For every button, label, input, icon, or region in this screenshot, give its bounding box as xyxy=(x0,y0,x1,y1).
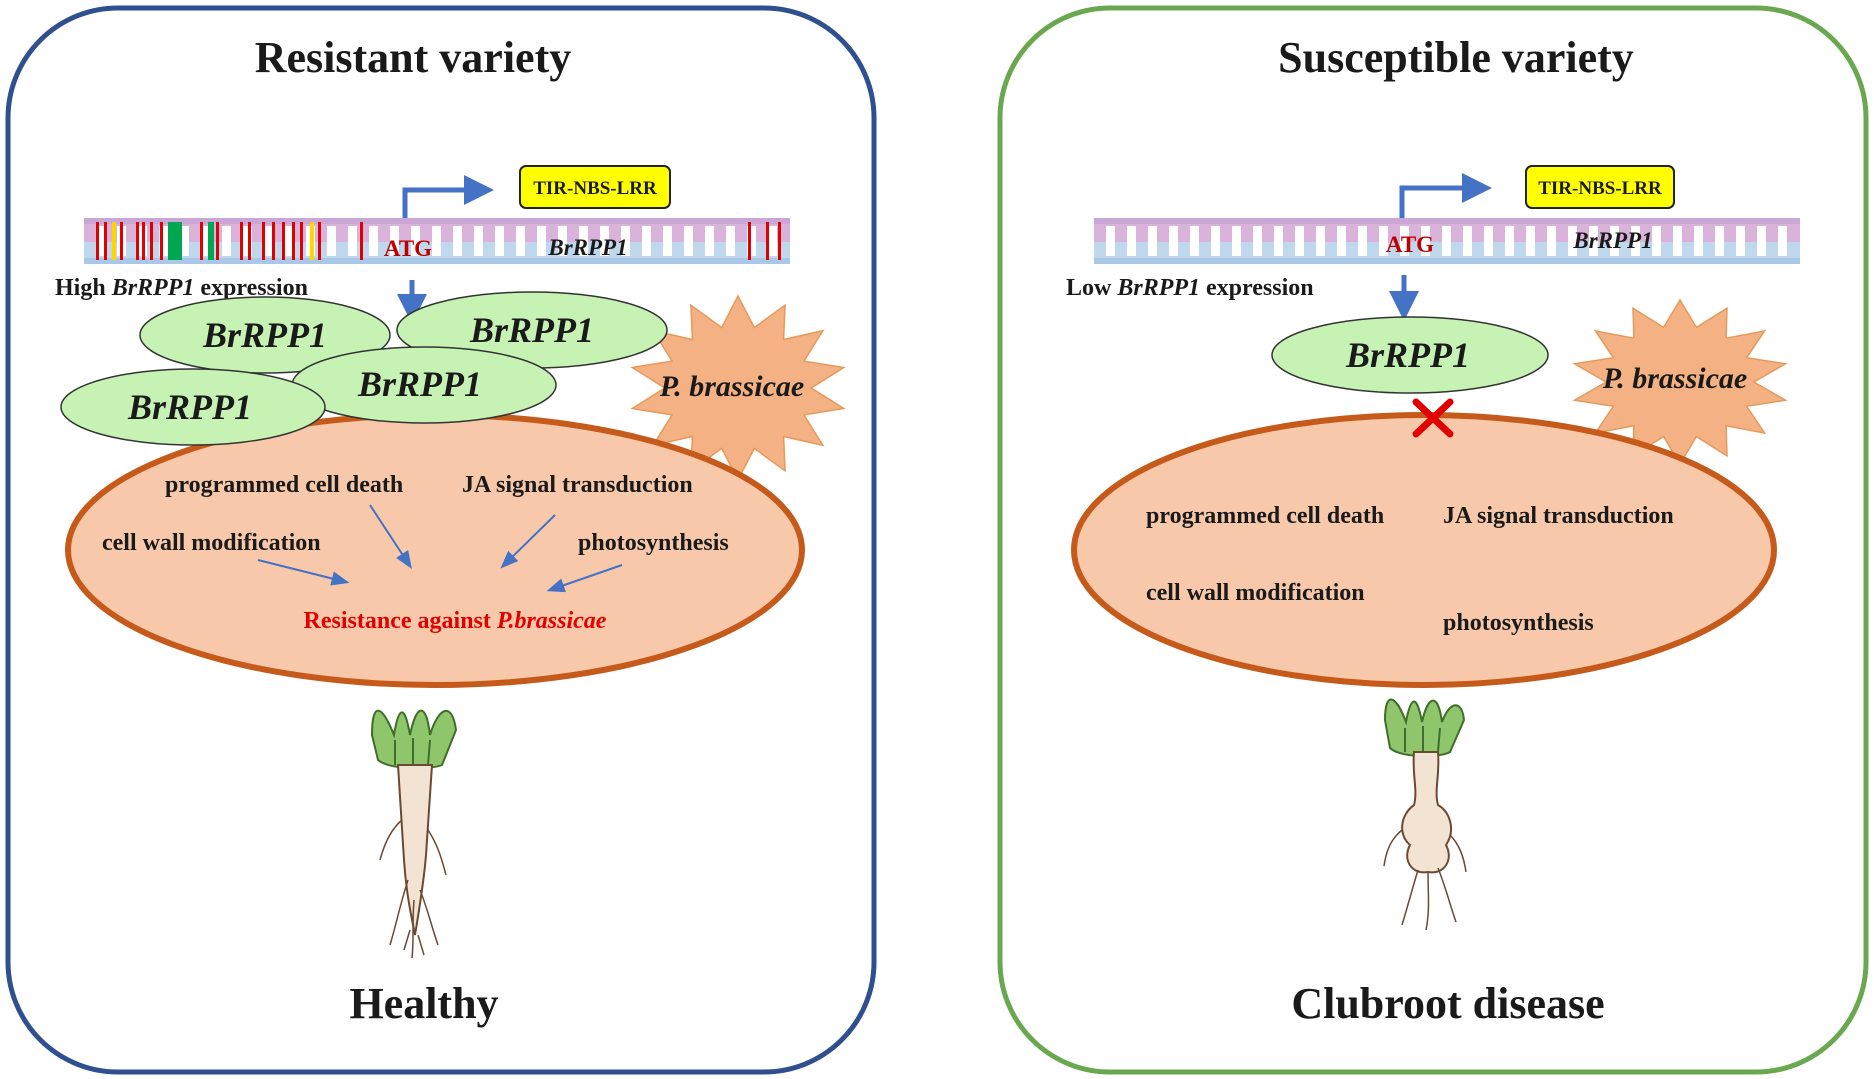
resistant-title: Resistant variety xyxy=(255,33,572,82)
process-arrow xyxy=(369,504,412,570)
atg-label: ATG xyxy=(1386,232,1434,257)
protein-label: BrRPP1 xyxy=(1345,335,1470,375)
protein-label: BrRPP1 xyxy=(202,315,327,355)
process-label: programmed cell death xyxy=(165,472,403,498)
outcome-label: Resistance against P.brassicae xyxy=(304,608,607,634)
protein-label: BrRPP1 xyxy=(469,310,594,350)
process-label: cell wall modification xyxy=(102,530,321,556)
process-label: programmed cell death xyxy=(1146,503,1384,529)
process-label: JA signal transduction xyxy=(1443,503,1674,529)
susceptible-panel: Susceptible variety TIR-NBS-LRR ATG BrRP… xyxy=(997,5,1869,1075)
protein-label: BrRPP1 xyxy=(357,364,482,404)
atg-label: ATG xyxy=(384,236,432,261)
dna-strand xyxy=(84,218,790,264)
blocked-x-icon xyxy=(1412,398,1454,438)
process-arrow xyxy=(546,564,623,593)
resistant-panel: Resistant variety TIR-NBS-LRR ATG BrRPP1… xyxy=(5,5,877,1075)
protein-ellipse xyxy=(60,368,326,446)
susceptible-title: Susceptible variety xyxy=(1278,33,1634,82)
healthy-root-illustration xyxy=(370,709,458,959)
process-arrow xyxy=(257,559,350,586)
process-label: cell wall modification xyxy=(1146,580,1365,606)
gene-label: BrRPP1 xyxy=(547,235,627,260)
dna-strand xyxy=(1094,218,1800,264)
resistant-panel-border xyxy=(5,5,877,1075)
protein-label: BrRPP1 xyxy=(127,387,252,427)
outcome-title: Clubroot disease xyxy=(1291,979,1604,1028)
outcome-title: Healthy xyxy=(349,979,498,1028)
process-label: photosynthesis xyxy=(578,530,729,556)
protein-ellipse xyxy=(1271,316,1549,394)
clubroot-root-illustration xyxy=(1383,698,1467,931)
pathogen-label: P. brassicae xyxy=(1602,362,1747,395)
process-label: photosynthesis xyxy=(1443,610,1594,636)
expression-label: Low BrRPP1 expression xyxy=(1066,275,1314,301)
gene-label: BrRPP1 xyxy=(1572,228,1652,253)
transcription-arrow xyxy=(1399,173,1492,225)
process-label: JA signal transduction xyxy=(462,472,693,498)
process-arrow xyxy=(500,514,556,569)
transcription-arrow xyxy=(402,175,494,225)
domain-box xyxy=(1525,165,1675,209)
domain-label: TIR-NBS-LRR xyxy=(533,178,657,199)
susceptible-panel-border xyxy=(997,5,1869,1075)
domain-box xyxy=(519,165,671,209)
protein-ellipse xyxy=(139,296,391,374)
cell-ellipse xyxy=(1071,412,1777,688)
domain-label: TIR-NBS-LRR xyxy=(1538,178,1662,199)
pathogen-label: P. brassicae xyxy=(659,370,804,403)
